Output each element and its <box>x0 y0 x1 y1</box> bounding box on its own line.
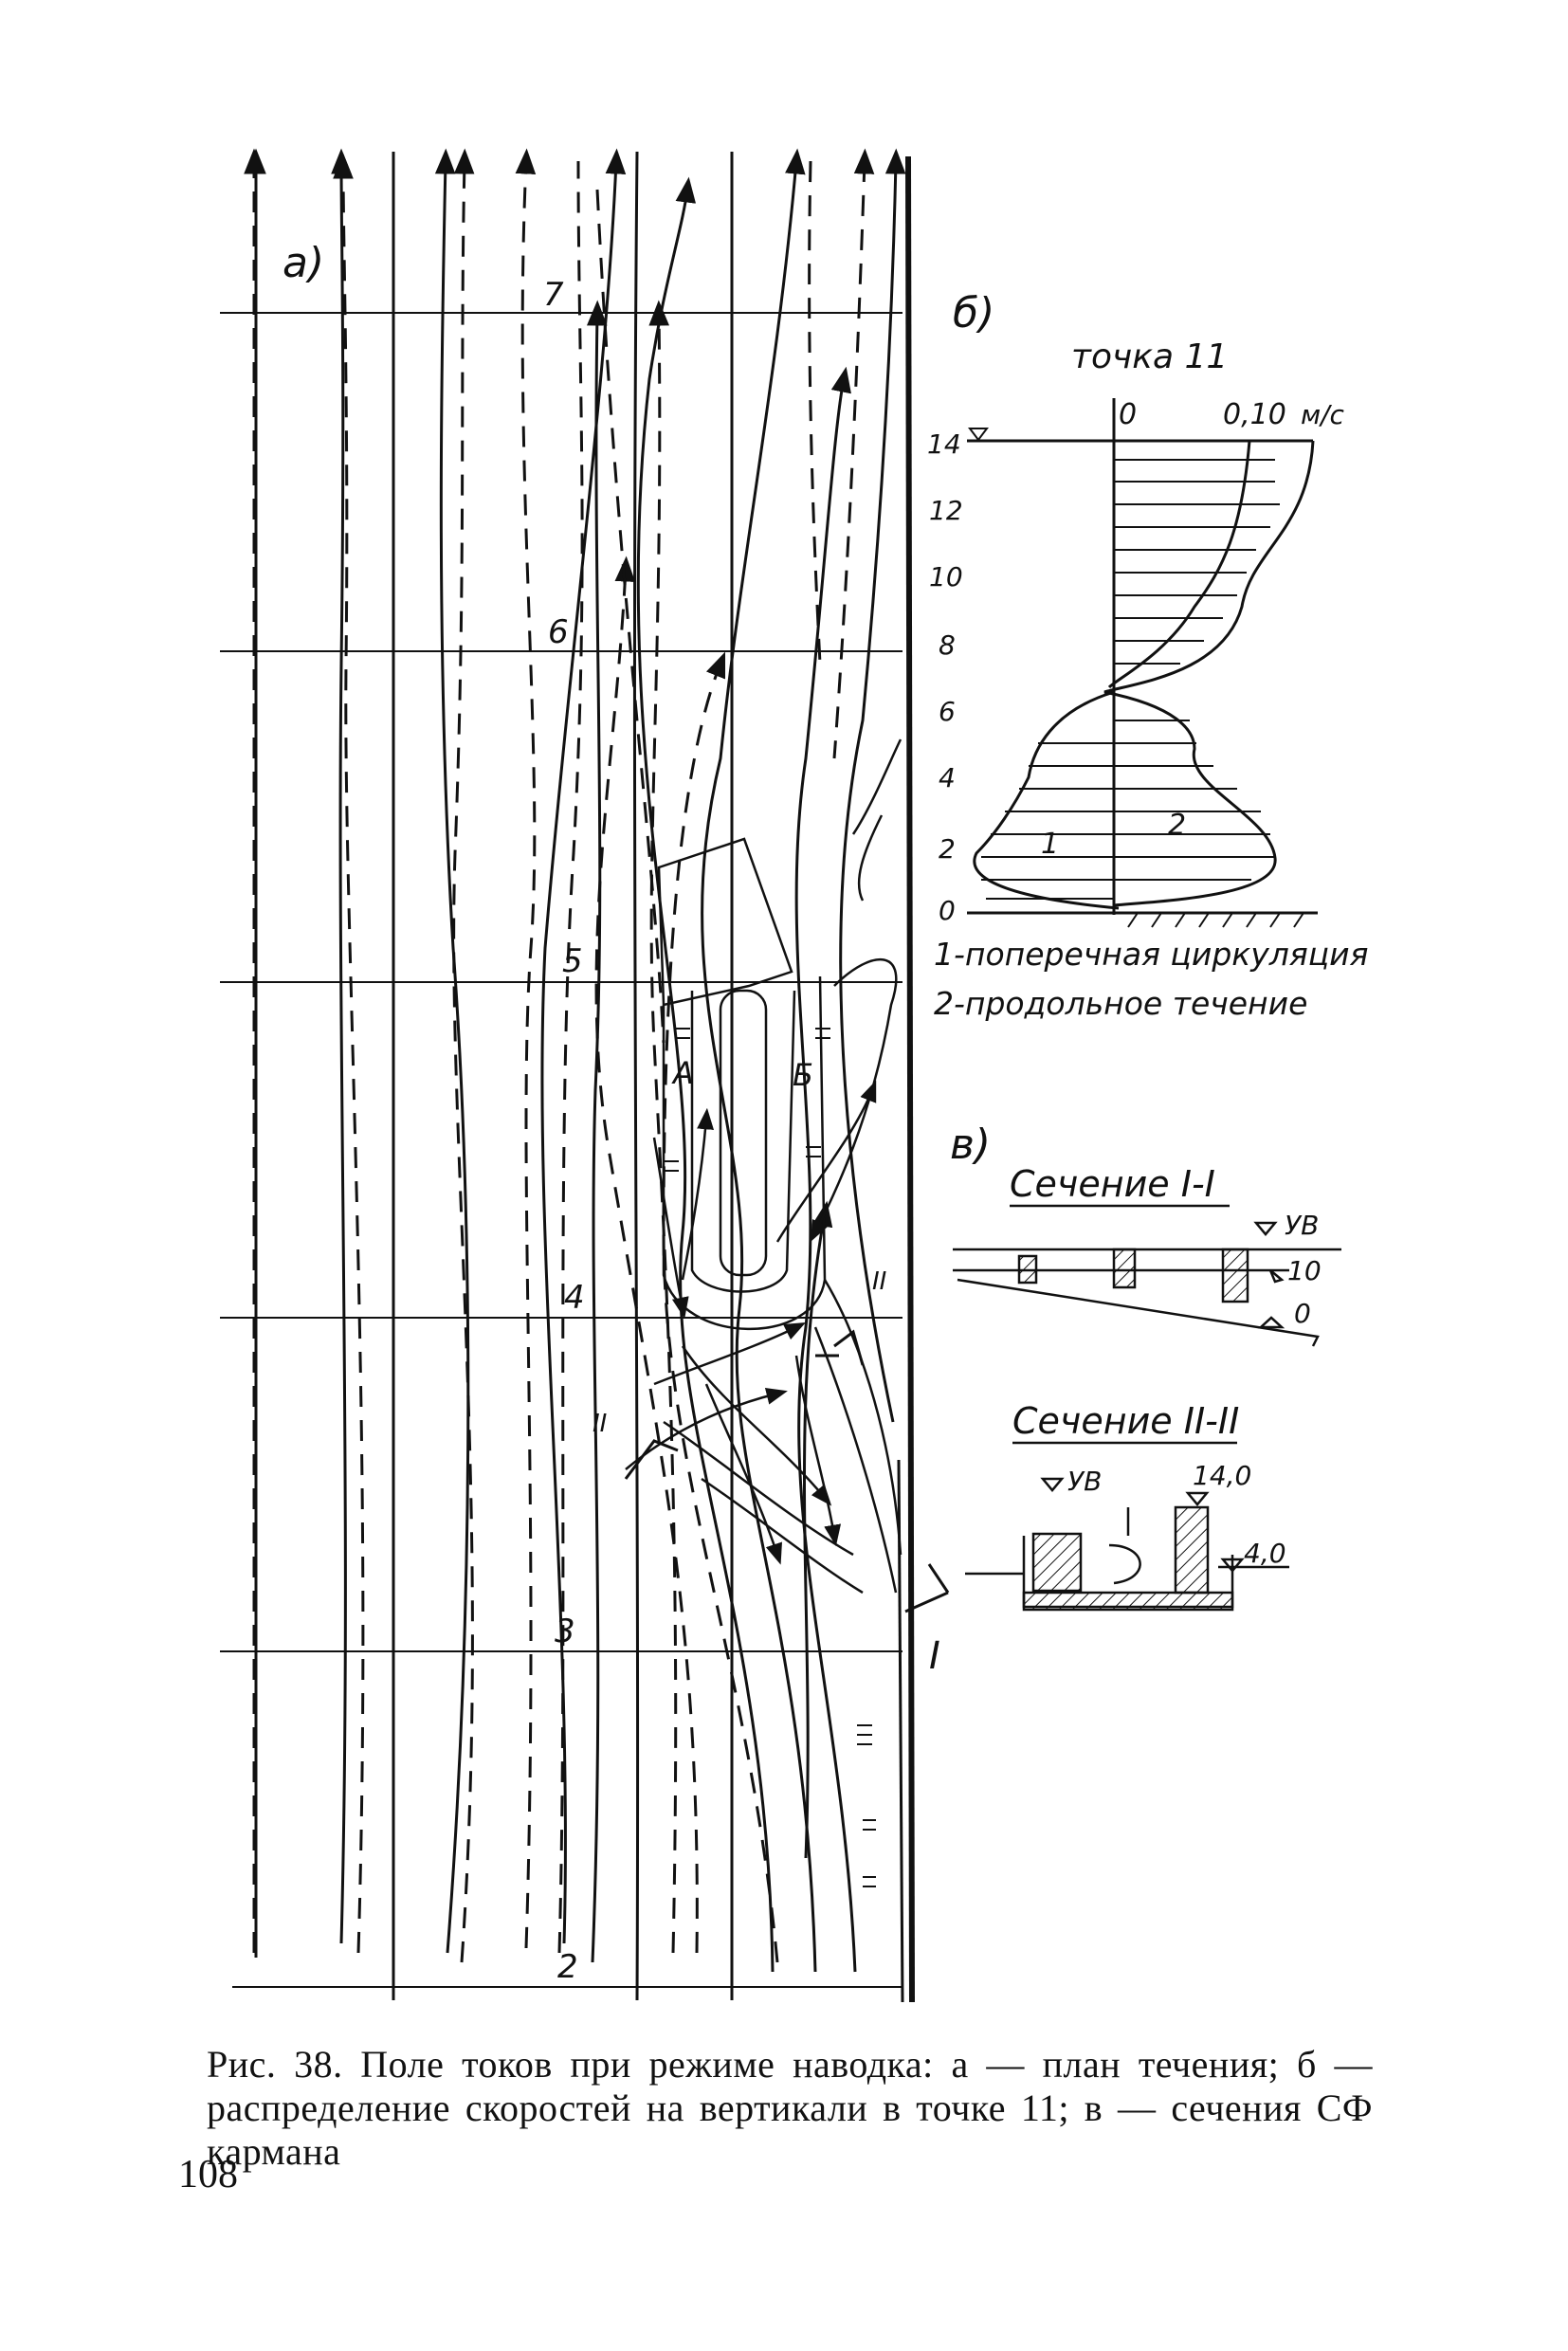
section-2-level-4: 4,0 <box>1244 1538 1286 1569</box>
section-number: 2 <box>557 1948 578 1986</box>
streamlines-solid <box>246 148 906 2001</box>
figure-38: а) 7 6 5 4 3 2 А Б I II II б) точка 11 0… <box>220 148 1368 2003</box>
depth-tick: 12 <box>929 495 963 526</box>
zone-label-b: Б <box>793 1057 813 1093</box>
section-cut-markers <box>624 1329 950 1613</box>
section-2-drawing <box>965 1477 1289 1612</box>
section-1-drawing <box>953 1221 1341 1347</box>
section-mark-2b: II <box>593 1410 607 1438</box>
depth-tick: 14 <box>927 428 961 460</box>
panel-b-velocity-profile: б) точка 11 0 0,10 м/с <box>927 289 1368 1022</box>
section-mark-2: II <box>872 1267 886 1296</box>
section-number: 6 <box>548 613 569 651</box>
legend-item-2: 2-продольное течение <box>934 985 1307 1022</box>
profile-title: точка 11 <box>1071 337 1228 376</box>
section-1-level-0: 0 <box>1294 1298 1311 1329</box>
section-2-level-uv: УВ <box>1067 1466 1102 1497</box>
panel-a-flow-plan <box>220 148 950 2003</box>
legend-item-1: 1-поперечная циркуляция <box>934 936 1368 973</box>
zone-label-a: А <box>671 1055 694 1091</box>
section-mark-1: I <box>929 1634 940 1678</box>
scale-value: 0,10 <box>1223 398 1286 431</box>
depth-axis: 14 12 10 8 6 4 2 0 <box>927 428 963 926</box>
streamlines-dashed <box>244 148 875 1963</box>
section-number: 4 <box>564 1279 585 1317</box>
depth-tick: 8 <box>939 629 956 661</box>
bank-ticks <box>664 1028 876 1887</box>
curve-label-1: 1 <box>1041 828 1059 861</box>
scale-zero: 0 <box>1119 398 1137 431</box>
scale-unit: м/с <box>1301 399 1345 430</box>
depth-tick: 4 <box>939 762 956 793</box>
page-number: 108 <box>178 2153 238 2196</box>
section-2-level-14: 14,0 <box>1193 1460 1251 1491</box>
panel-a-label: а) <box>283 239 324 287</box>
panel-v-label: в) <box>950 1121 991 1169</box>
depth-tick: 2 <box>939 833 956 865</box>
curve-label-2: 2 <box>1168 809 1186 842</box>
panel-v-sections: в) Сечение I-I УВ 10 0 Сечение II-II <box>950 1121 1341 1612</box>
pocket-structure <box>657 837 903 1594</box>
section-1-level-uv: УВ <box>1285 1210 1319 1241</box>
section-1-level-10: 10 <box>1287 1255 1322 1286</box>
section-1-title: Сечение I-I <box>1010 1163 1215 1205</box>
section-2-title: Сечение II-II <box>1012 1400 1239 1442</box>
eddy-lines <box>625 738 903 1595</box>
figure-caption: Рис. 38. Поле токов при режиме наводка: … <box>207 2043 1373 2173</box>
depth-tick: 0 <box>939 895 956 926</box>
panel-b-label: б) <box>953 289 994 337</box>
section-number: 7 <box>543 276 564 314</box>
section-number: 5 <box>562 942 583 980</box>
depth-tick: 6 <box>939 696 956 727</box>
section-number: 3 <box>555 1613 575 1650</box>
depth-tick: 10 <box>929 561 963 592</box>
river-bank <box>905 155 915 2003</box>
